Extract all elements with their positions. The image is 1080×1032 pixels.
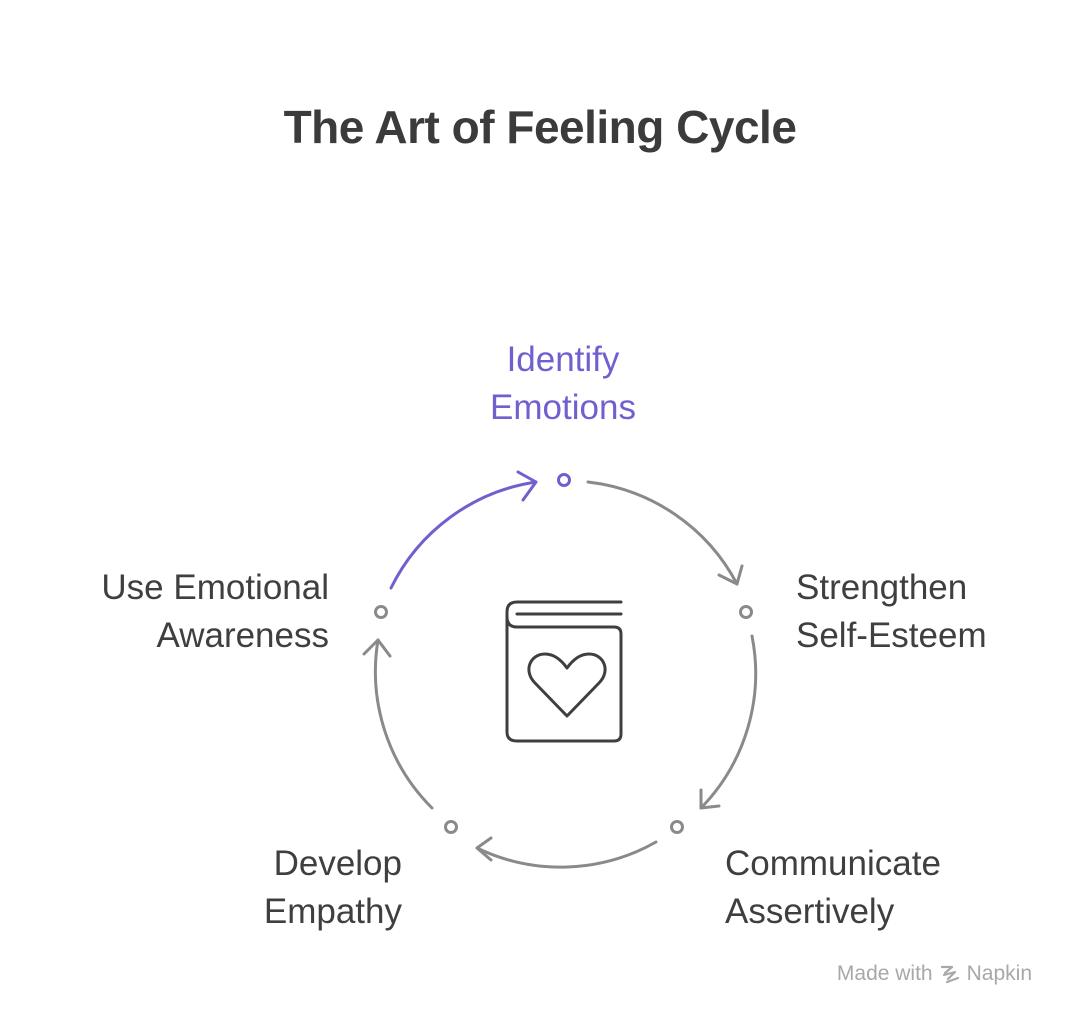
step-label-communicate: Communicate Assertively: [725, 840, 941, 936]
arc-identify-to-strengthen: [586, 480, 739, 586]
step-label-line: Empathy: [263, 892, 402, 931]
step-label-use: Use Emotional Awareness: [101, 564, 329, 660]
step-label-identify: Identify Emotions: [430, 336, 696, 432]
heart-book-icon: [505, 600, 623, 743]
arc-communicate-to-develop: [475, 840, 658, 869]
step-label-line: Communicate: [725, 844, 941, 883]
watermark[interactable]: Made with Napkin: [837, 962, 1032, 986]
page-title: The Art of Feeling Cycle: [283, 101, 797, 153]
watermark-prefix: Made with: [836, 962, 933, 985]
arrowhead-communicate: [699, 788, 721, 810]
arrowhead-strengthen: [717, 564, 744, 586]
step-label-line: Assertively: [725, 892, 895, 931]
node-identify: [557, 473, 571, 487]
arrowhead-identify: [516, 470, 538, 502]
arc-develop-to-use: [373, 638, 434, 810]
step-label-line: Use Emotional: [101, 568, 329, 607]
step-label-strengthen: Strengthen Self-Esteem: [796, 564, 987, 660]
node-use: [374, 605, 388, 619]
napkin-logo-icon: [940, 965, 959, 984]
watermark-brand: Napkin: [966, 962, 1032, 985]
step-label-line: Awareness: [156, 616, 329, 655]
step-label-line: Develop: [273, 844, 402, 883]
step-label-develop: Develop Empathy: [264, 840, 402, 936]
arrowhead-use: [362, 638, 392, 658]
step-label-line: Emotions: [490, 388, 636, 427]
step-label-line: Identify: [506, 340, 620, 379]
step-label-line: Self-Esteem: [796, 616, 987, 655]
arc-use-to-identify: [389, 480, 538, 590]
node-strengthen: [739, 605, 753, 619]
arrowhead-develop: [475, 836, 493, 862]
node-communicate: [670, 820, 684, 834]
arc-strengthen-to-communicate: [699, 634, 758, 810]
step-label-line: Strengthen: [796, 568, 968, 607]
node-develop: [444, 820, 458, 834]
